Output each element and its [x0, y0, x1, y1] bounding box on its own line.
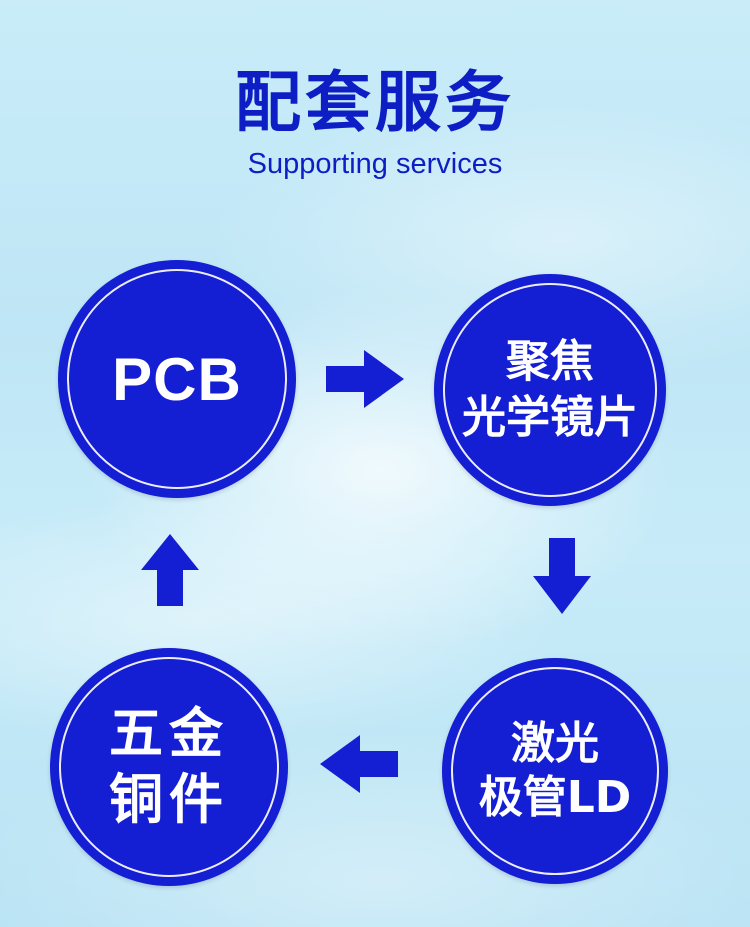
node-label: 激光 极管LD: [442, 658, 668, 884]
arrow-right-icon: [326, 350, 404, 408]
node-lens-line-2: 光学镜片: [462, 392, 638, 443]
node-label: PCB: [58, 260, 296, 498]
node-hardware-copper: 五金 铜件: [50, 648, 288, 886]
node-focusing-lens: 聚焦 光学镜片: [434, 274, 666, 506]
node-ring: [451, 667, 659, 875]
node-copper-line-2: 铜件: [109, 768, 229, 831]
node-pcb-text: PCB: [112, 345, 242, 413]
node-ring: [59, 657, 279, 877]
page-title: 配套服务: [235, 64, 515, 141]
node-laser-line-1: 激光: [511, 718, 599, 769]
node-ring: [67, 269, 287, 489]
node-laser-line-2: 极管LD: [478, 772, 632, 823]
node-laser-diode: 激光 极管LD: [442, 658, 668, 884]
arrow-left-icon: [320, 735, 398, 793]
node-label: 五金 铜件: [50, 648, 288, 886]
page-subtitle: Supporting services: [247, 148, 503, 180]
node-label: 聚焦 光学镜片: [434, 274, 666, 506]
arrow-up-icon: [141, 534, 199, 606]
node-ring: [443, 283, 657, 497]
node-pcb: PCB: [58, 260, 296, 498]
node-lens-line-1: 聚焦: [506, 336, 594, 387]
node-copper-line-1: 五金: [109, 702, 229, 765]
arrow-down-icon: [533, 538, 591, 614]
